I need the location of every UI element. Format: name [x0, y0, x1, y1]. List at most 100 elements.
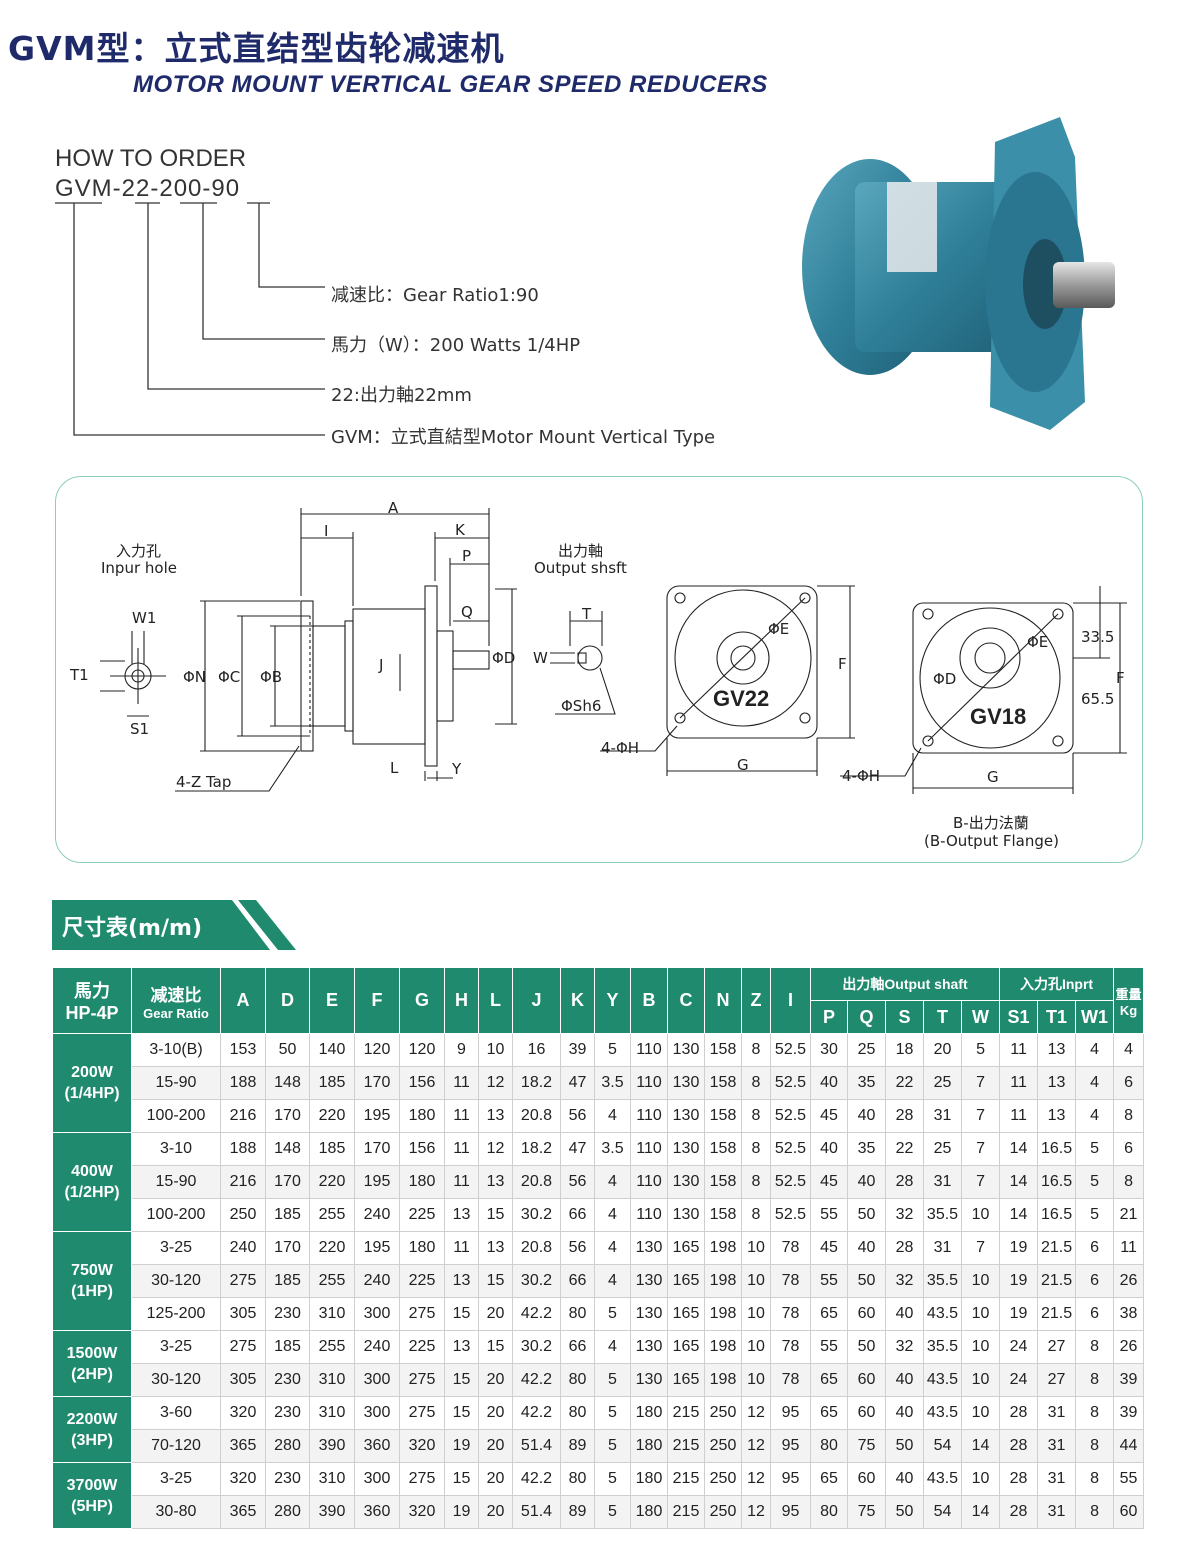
value-cell: 18.2	[512, 1066, 561, 1100]
value-cell: 180	[399, 1099, 445, 1133]
value-cell: 165	[667, 1264, 705, 1298]
ratio-cell: 3-25	[131, 1462, 221, 1496]
value-cell: 185	[309, 1066, 355, 1100]
value-cell: 130	[630, 1363, 668, 1397]
value-cell: 15	[444, 1396, 479, 1430]
order-label-ratio: 减速比：Gear Ratio1:90	[331, 285, 539, 306]
dim-label-phiD: ΦD	[492, 649, 516, 667]
value-cell: 10	[741, 1231, 771, 1265]
value-cell: 4	[594, 1330, 631, 1364]
input-hole-label-en: Inpur hole	[101, 559, 177, 577]
value-cell: 16	[512, 1033, 561, 1067]
value-cell: 4	[594, 1264, 631, 1298]
header-col-S: S	[885, 1000, 924, 1034]
value-cell: 8	[741, 1132, 771, 1166]
value-cell: 215	[667, 1495, 705, 1529]
value-cell: 5	[594, 1429, 631, 1463]
value-cell: 20.8	[512, 1231, 561, 1265]
value-cell: 8	[741, 1099, 771, 1133]
ratio-cell: 125-200	[131, 1297, 221, 1331]
header-col-S1: S1	[999, 1000, 1039, 1034]
dim-label-phiC: ΦC	[218, 668, 241, 686]
order-leader-lines	[55, 202, 325, 436]
value-cell: 12	[741, 1396, 771, 1430]
dim-label-phiE-gv18: ΦE	[1027, 633, 1049, 651]
dim-label-phiD-gv18: ΦD	[933, 670, 957, 688]
output-shaft-label-cn: 出力軸	[558, 542, 604, 560]
how-to-order-title: HOW TO ORDER	[55, 145, 247, 172]
value-cell: 230	[265, 1297, 310, 1331]
value-cell: 158	[704, 1099, 742, 1133]
value-cell: 13	[444, 1264, 479, 1298]
value-cell: 52.5	[770, 1198, 811, 1232]
value-cell: 180	[630, 1495, 668, 1529]
value-cell: 110	[630, 1198, 668, 1232]
header-col-I: I	[770, 967, 811, 1034]
dim-label-S1: S1	[130, 720, 150, 738]
value-cell: 78	[770, 1297, 811, 1331]
value-cell: 10	[478, 1033, 513, 1067]
value-cell: 10	[741, 1297, 771, 1331]
value-cell: 275	[399, 1396, 445, 1430]
power-watts: 1500W	[66, 1344, 118, 1362]
value-cell: 6	[1113, 1066, 1145, 1100]
value-cell: 10	[960, 1396, 1001, 1430]
value-cell: 60	[1113, 1495, 1145, 1529]
ratio-cell: 100-200	[131, 1198, 221, 1232]
power-hp: (2HP)	[71, 1365, 113, 1383]
value-cell: 220	[309, 1099, 355, 1133]
value-cell: 32	[885, 1330, 924, 1364]
output-shaft-label-en: Output shsft	[534, 559, 627, 577]
value-cell: 52.5	[770, 1066, 811, 1100]
value-cell: 240	[354, 1264, 400, 1298]
value-cell: 19	[999, 1231, 1039, 1265]
value-cell: 40	[847, 1231, 886, 1265]
ratio-cell: 30-120	[131, 1363, 221, 1397]
value-cell: 215	[667, 1462, 705, 1496]
value-cell: 20	[478, 1462, 513, 1496]
order-label-shaft: 22:出力軸22mm	[331, 385, 472, 406]
value-cell: 110	[630, 1132, 668, 1166]
value-cell: 360	[354, 1495, 400, 1529]
value-cell: 11	[444, 1099, 479, 1133]
value-cell: 25	[923, 1066, 962, 1100]
dim-label-Q: Q	[461, 603, 473, 621]
power-cell: 750W(1HP)	[52, 1231, 132, 1331]
dim-label-F-gv18: F	[1116, 669, 1125, 687]
value-cell: 78	[770, 1264, 811, 1298]
value-cell: 4	[1075, 1099, 1115, 1133]
value-cell: 390	[309, 1495, 355, 1529]
value-cell: 60	[847, 1462, 886, 1496]
value-cell: 45	[810, 1099, 848, 1133]
value-cell: 78	[770, 1231, 811, 1265]
value-cell: 56	[560, 1165, 595, 1199]
header-col-K: K	[560, 967, 595, 1034]
dim-label-F-gv22: F	[838, 655, 847, 673]
value-cell: 216	[220, 1165, 266, 1199]
value-cell: 300	[354, 1363, 400, 1397]
value-cell: 120	[354, 1033, 400, 1067]
value-cell: 21	[1113, 1198, 1145, 1232]
value-cell: 21.5	[1037, 1231, 1077, 1265]
value-cell: 180	[630, 1462, 668, 1496]
value-cell: 230	[265, 1363, 310, 1397]
value-cell: 275	[220, 1264, 266, 1298]
value-cell: 188	[220, 1066, 266, 1100]
value-cell: 20	[478, 1363, 513, 1397]
value-cell: 40	[885, 1396, 924, 1430]
value-cell: 275	[220, 1330, 266, 1364]
value-cell: 10	[960, 1462, 1001, 1496]
value-cell: 43.5	[923, 1396, 962, 1430]
value-cell: 35	[847, 1132, 886, 1166]
value-cell: 31	[1037, 1429, 1077, 1463]
value-cell: 156	[399, 1132, 445, 1166]
value-cell: 40	[885, 1462, 924, 1496]
value-cell: 43.5	[923, 1297, 962, 1331]
section-title: 尺寸表(m/m)	[62, 916, 202, 941]
